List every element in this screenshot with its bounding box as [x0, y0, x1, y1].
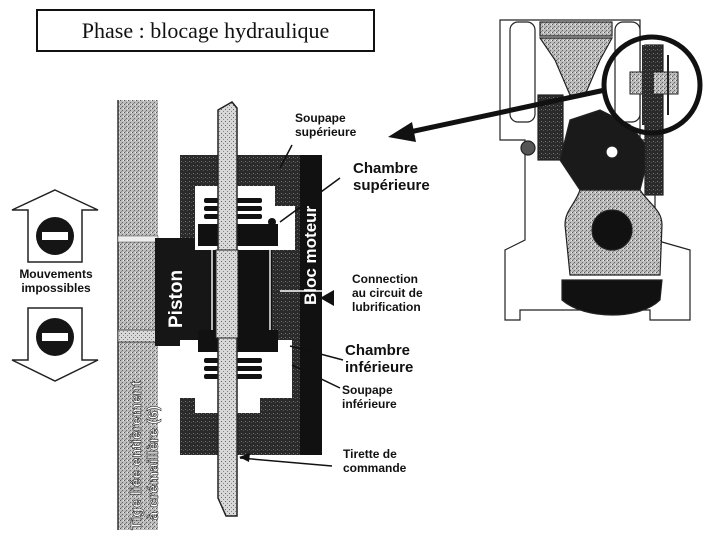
engine-overview-diagram [499, 19, 691, 321]
down-arrow-no-entry-icon [11, 307, 99, 382]
mouvements-impossibles-label: Mouvements impossibles [13, 267, 99, 296]
label-line: impossibles [21, 280, 91, 295]
pointer-arrow [388, 87, 606, 142]
connection-lubrification-label: Connection au circuit de lubrification [352, 272, 423, 314]
label-line: inférieure [345, 359, 414, 377]
label-line: Chambre [345, 342, 411, 359]
label-line: Soupape [342, 383, 393, 397]
zoom-circle [601, 34, 703, 136]
label-line: Connection [352, 272, 418, 286]
soupape-superieure-label: Soupape supérieure [295, 111, 357, 140]
leader-lines [239, 144, 344, 467]
label-line: au circuit de [352, 285, 423, 300]
label-line: supérieure [295, 124, 357, 139]
tige-label-line2: à crémaillère (6) [145, 406, 162, 520]
up-arrow-no-entry-icon [11, 189, 99, 263]
piston-label: Piston [166, 270, 187, 328]
zoom-detail [629, 45, 679, 125]
label-line: inférieure [342, 396, 397, 411]
control-rod [215, 101, 239, 517]
lubrication-arrow-icon [320, 290, 334, 306]
diagram-title: Phase : blocage hydraulique [36, 9, 375, 52]
soupape-inferieure-label: Soupape inférieure [342, 383, 397, 412]
tirette-commande-label: Tirette de commande [343, 447, 407, 476]
chambre-superieure-label: Chambre supérieure [353, 160, 430, 195]
label-line: Mouvements [19, 267, 93, 281]
label-line: commande [343, 460, 407, 475]
label-line: Soupape [295, 111, 346, 125]
bloc-moteur-label: Bloc moteur [301, 205, 320, 305]
label-line: supérieure [353, 177, 430, 195]
label-line: Tirette de [343, 447, 397, 461]
label-line: Chambre [353, 160, 419, 177]
chambre-inferieure-label: Chambre inférieure [345, 342, 413, 377]
tige-label-line1: Tige liée entièrement [128, 381, 145, 530]
label-line: lubrification [352, 299, 421, 314]
tirette-arrowhead [239, 453, 250, 462]
